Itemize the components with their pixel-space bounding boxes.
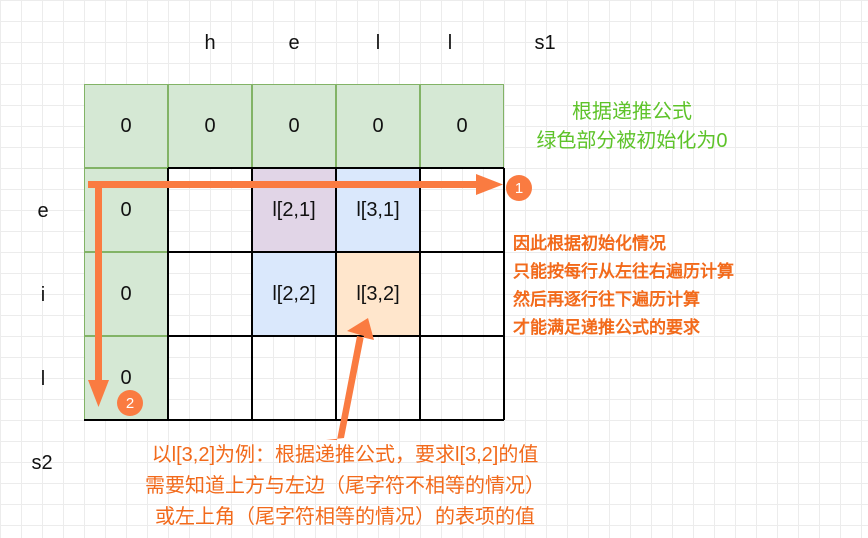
col-label-e: e xyxy=(288,32,300,54)
green-init-note: 根据递推公式 绿色部分被初始化为0 xyxy=(512,98,752,156)
row-label-s2: s2 xyxy=(31,452,53,474)
cell-l22: l[2,2] xyxy=(252,252,336,336)
col-label-h: h xyxy=(204,32,216,54)
example-note-line: 需要知道上方与左边（尾字符不相等的情况） xyxy=(145,475,545,497)
row-label-e: e xyxy=(37,200,49,222)
row-label-l: l xyxy=(40,368,46,390)
col-label-l2: l xyxy=(447,32,453,54)
init-row-cell: 0 xyxy=(336,84,420,168)
step-badge-2: 2 xyxy=(117,390,143,416)
callout-arrow xyxy=(326,318,374,440)
orange-note-line: 只能按每行从左往右遍历计算 xyxy=(513,262,734,281)
col-label-s1: s1 xyxy=(534,32,556,54)
green-note-line: 根据递推公式 xyxy=(572,101,692,123)
init-row-cell: 0 xyxy=(84,84,168,168)
example-note-line: 或左上角（尾字符相等的情况）的表项的值 xyxy=(155,506,535,528)
orange-order-note: 因此根据初始化情况 只能按每行从左往右遍历计算 然后再逐行往下遍历计算 才能满足… xyxy=(513,230,734,342)
col-traversal-arrow xyxy=(95,184,102,382)
row-label-i: i xyxy=(40,284,46,306)
orange-note-line: 然后再逐行往下遍历计算 xyxy=(513,290,700,309)
orange-note-line: 因此根据初始化情况 xyxy=(513,234,666,253)
example-note-line: 以l[3,2]为例：根据递推公式，要求l[3,2]的值 xyxy=(151,444,539,466)
col-label-l1: l xyxy=(375,32,381,54)
orange-note-line: 才能满足递推公式的要求 xyxy=(513,318,700,337)
row-traversal-arrowhead xyxy=(476,174,503,195)
col-traversal-arrowhead xyxy=(88,380,109,407)
step-badge-1: 1 xyxy=(506,175,532,201)
init-row-cell: 0 xyxy=(168,84,252,168)
example-note: 以l[3,2]为例：根据递推公式，要求l[3,2]的值 需要知道上方与左边（尾字… xyxy=(90,440,600,533)
init-row-cell: 0 xyxy=(252,84,336,168)
init-row-cell: 0 xyxy=(420,84,504,168)
green-note-line: 绿色部分被初始化为0 xyxy=(536,130,728,152)
row-traversal-arrow xyxy=(88,181,478,188)
